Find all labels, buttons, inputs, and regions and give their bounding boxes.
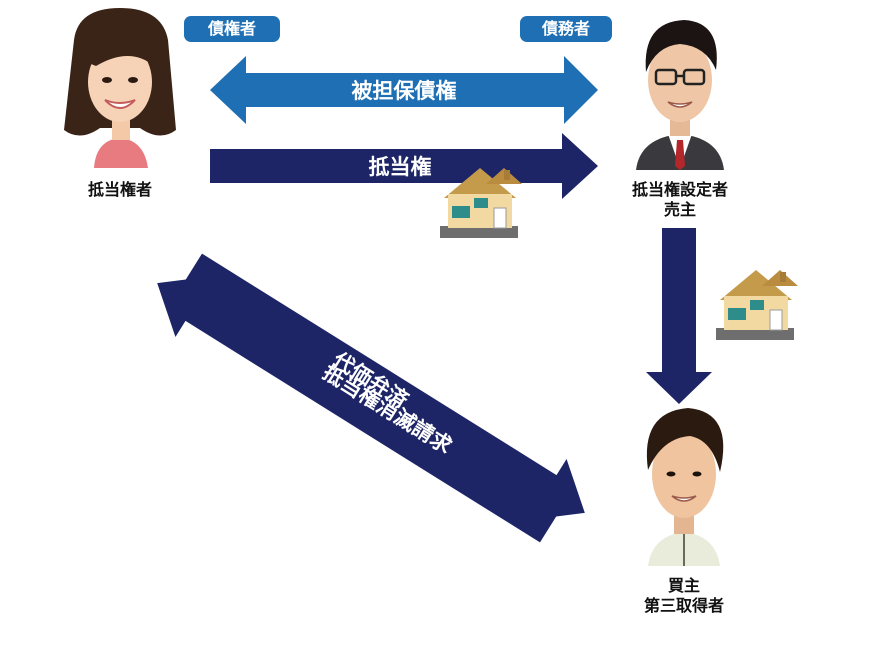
creditor-badge: 債権者 <box>184 16 280 42</box>
buyer-avatar <box>646 408 724 566</box>
secured-claim-arrow: 被担保債権 <box>210 56 598 124</box>
debtor-badge: 債務者 <box>520 16 612 42</box>
house-icon <box>440 168 522 238</box>
house-icon <box>716 270 798 340</box>
mortgagor-label-line1: 抵当権設定者 <box>631 180 728 199</box>
buyer-label: 買主 第三取得者 <box>614 576 754 616</box>
buyer-label-line1: 買主 <box>667 576 700 595</box>
payment-in-lieu-arrow: 代価弁済 <box>183 253 585 521</box>
mortgage-label: 抵当権 <box>369 155 432 179</box>
mortgagor-label: 抵当権設定者 売主 <box>610 180 750 220</box>
mortgage-arrow: 抵当権 <box>210 133 598 199</box>
secured-claim-label: 被担保債権 <box>352 79 457 103</box>
extinction-request-arrow: 抵当権消滅請求 <box>157 275 559 543</box>
mortgagee-label: 抵当権者 <box>60 180 180 200</box>
buyer-label-line2: 第三取得者 <box>643 596 724 615</box>
mortgagor-label-line2: 売主 <box>663 200 696 219</box>
transfer-arrow <box>646 228 712 404</box>
mortgagor-avatar <box>636 20 724 170</box>
mortgagee-label-line1: 抵当権者 <box>87 180 152 199</box>
mortgagee-avatar <box>64 8 176 168</box>
